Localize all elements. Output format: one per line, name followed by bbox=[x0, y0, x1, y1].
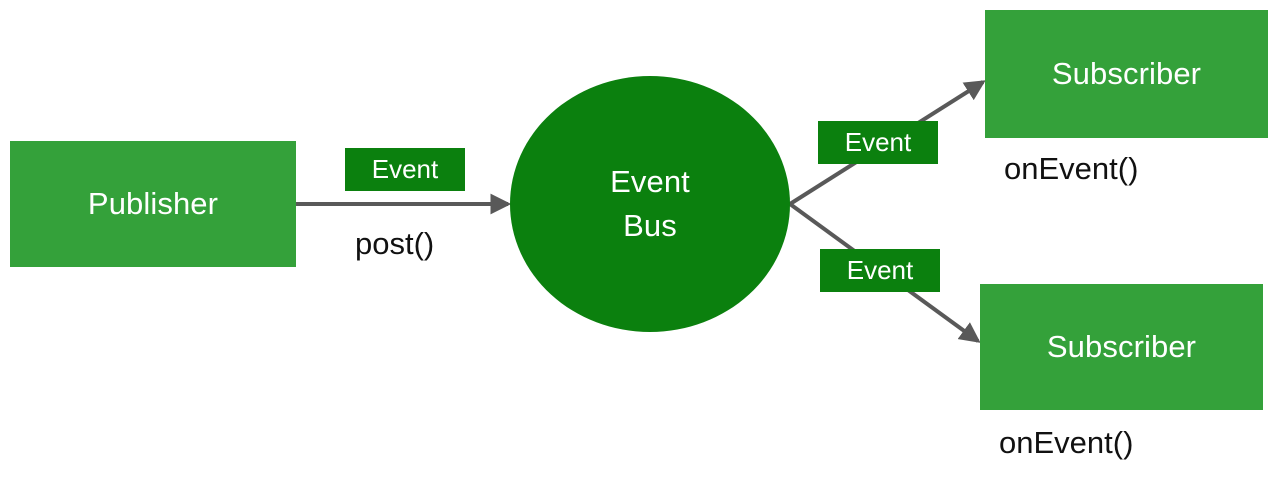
caption-on-event-top: onEvent() bbox=[1004, 151, 1139, 186]
node-event-bus-label-line1: Event bbox=[610, 163, 690, 199]
edge-label-event-to-top: Event bbox=[818, 121, 938, 164]
node-event-bus[interactable]: Event Bus bbox=[510, 76, 790, 332]
node-subscriber-bottom-label: Subscriber bbox=[1046, 329, 1197, 364]
edge-label-event-publish-text: Event bbox=[371, 154, 439, 184]
node-event-bus-label-line2: Bus bbox=[623, 208, 677, 243]
node-publisher[interactable]: Publisher bbox=[10, 141, 296, 267]
node-subscriber-top[interactable]: Subscriber bbox=[985, 10, 1268, 138]
edge-label-event-to-bottom: Event bbox=[820, 249, 940, 292]
edge-label-event-publish: Event bbox=[345, 148, 465, 191]
caption-post: post() bbox=[355, 226, 435, 261]
node-subscriber-top-label: Subscriber bbox=[1051, 56, 1202, 91]
node-subscriber-bottom[interactable]: Subscriber bbox=[980, 284, 1263, 410]
caption-on-event-bottom: onEvent() bbox=[999, 425, 1134, 460]
edge-label-event-to-bottom-text: Event bbox=[846, 255, 914, 285]
node-publisher-label: Publisher bbox=[87, 186, 219, 221]
edge-label-event-to-top-text: Event bbox=[844, 127, 912, 157]
